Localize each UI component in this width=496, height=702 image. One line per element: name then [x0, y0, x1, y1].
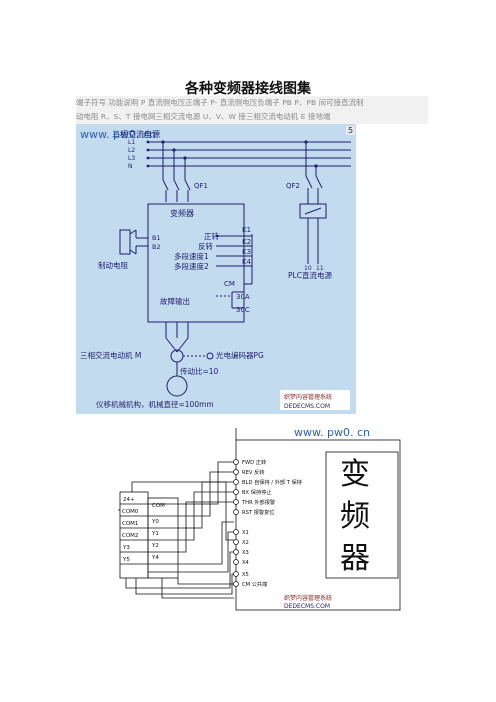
watermark-1: www. pw0. cn	[80, 128, 156, 141]
plc-right-column	[147, 497, 179, 579]
transmission-label: 传动比=10	[180, 366, 219, 376]
wiring-diagram-2-svg: www. pw0. cn 变 频 器 FWD 正转 REV 反转 BLD 自保持…	[118, 426, 401, 611]
input-fwd: 正转	[204, 231, 219, 241]
encoder-label: 光电编码器PG	[216, 350, 264, 360]
label-30a: 30A	[236, 293, 250, 301]
label-n: N	[128, 163, 133, 170]
input-speed2: 多段速度2	[174, 261, 209, 271]
wiring-diagram-1: www. pw0. cn 三相交流电源 L1 L2 L3 N QF1 QF2 变…	[76, 124, 356, 414]
stamp1-line1: 织梦内容管理系统	[284, 393, 332, 401]
stamp2-line1: 织梦内容管理系统	[284, 594, 332, 602]
big-label-3: 器	[340, 541, 370, 576]
encoder-symbol	[206, 352, 214, 360]
plc-psu-box	[299, 203, 327, 219]
dedecms-stamp-1	[280, 390, 350, 410]
relay-k4: K4	[242, 258, 252, 266]
label-l1: L1	[128, 139, 135, 146]
inverter-box	[147, 203, 245, 323]
stamp2-line2: DEDECMS.COM	[284, 603, 330, 610]
terminal-cm: CM 公共端	[242, 580, 267, 588]
terminal-x5: X5	[242, 572, 249, 578]
relay-k1: K1	[242, 226, 251, 234]
plc-terminal-11: 11	[316, 265, 324, 272]
plc-y3: Y3	[122, 545, 130, 551]
plc-com: COM	[152, 503, 165, 509]
intro-line-1: 端子符号 功能说明 P 直流侧电压正端子 P- 直流侧电压负端子 PB P、PB…	[76, 96, 428, 110]
label-cm: CM	[224, 280, 235, 288]
page-marker: 5	[346, 126, 356, 135]
label-b1: B1	[152, 234, 161, 242]
plc-y2: Y2	[151, 543, 159, 549]
stamp1-line2: DEDECMS.COM	[284, 403, 330, 410]
terminal-x1: X1	[242, 530, 249, 536]
label-qf1: QF1	[194, 182, 208, 190]
label-qf2: QF2	[286, 182, 300, 190]
inverter-outline	[235, 439, 401, 611]
intro-line-2: 动电阻 R、S、T 接电网三相交流电源 U、V、W 接三相交流电动机 E 接地端	[76, 110, 428, 124]
terminal-rst: RST 报警复位	[242, 508, 274, 516]
big-label-2: 频	[340, 499, 370, 534]
terminal-x2: X2	[242, 540, 249, 546]
terminal-x3: X3	[242, 550, 249, 556]
plc-y0: Y0	[151, 519, 159, 525]
label-30c: 30C	[236, 306, 250, 314]
label-b2: B2	[152, 243, 161, 251]
plc-24v: 24+	[123, 497, 135, 503]
input-speed1: 多段速度1	[174, 251, 209, 261]
inverter-label: 变频器	[170, 208, 194, 218]
wiring-diagram-1-svg: www. pw0. cn 三相交流电源 L1 L2 L3 N QF1 QF2 变…	[80, 128, 351, 410]
plc-com2: COM2	[122, 533, 138, 539]
relay-k2: K2	[242, 238, 251, 246]
fault-output-label: 故障输出	[160, 296, 190, 306]
plc-terminal-10: 10	[304, 265, 312, 272]
terminal-thr: THR 外部报警	[241, 498, 275, 506]
brake-resistor-symbol	[119, 229, 131, 255]
mechanism-wheel	[166, 375, 188, 397]
inverter-label-box	[325, 451, 399, 579]
plc-y5: Y5	[122, 557, 130, 563]
terminal-fwd: FWD 正转	[242, 458, 266, 466]
relay-k3: K3	[242, 248, 251, 256]
label-l2: L2	[128, 147, 135, 154]
terminal-bx: BX 保持停止	[242, 488, 272, 496]
brake-resistor-label: 制动电阻	[98, 260, 128, 270]
input-rev: 反转	[198, 241, 213, 251]
watermark-2: www. pw0. cn	[294, 426, 370, 439]
plc-com0: COM0	[122, 509, 139, 515]
plc-com1: COM1	[122, 521, 138, 527]
terminal-x4: X4	[242, 560, 250, 566]
terminal-rev: REV 反转	[242, 468, 264, 476]
label-l3: L3	[128, 155, 135, 162]
mechanism-label: 仪移机械机构，机械直径=100mm	[96, 399, 214, 409]
plc-y4: Y4	[151, 555, 159, 561]
big-label-1: 变	[340, 457, 370, 492]
terminal-description: 端子符号 功能说明 P 直流侧电压正端子 P- 直流侧电压负端子 PB P、PB…	[76, 96, 428, 124]
plc-supply-label: PLC直流电源	[288, 270, 332, 280]
wiring-diagram-2: www. pw0. cn 变 频 器 FWD 正转 REV 反转 BLD 自保持…	[118, 422, 404, 618]
document-title: 各种变频器接线图集	[185, 81, 311, 97]
terminal-bld: BLD 自保持 / 外部 T 保持	[242, 478, 302, 486]
motor-label: 三相交流电动机 M	[80, 350, 141, 360]
plc-y1: Y1	[151, 531, 159, 537]
supply-label: 三相交流电源	[112, 129, 160, 139]
